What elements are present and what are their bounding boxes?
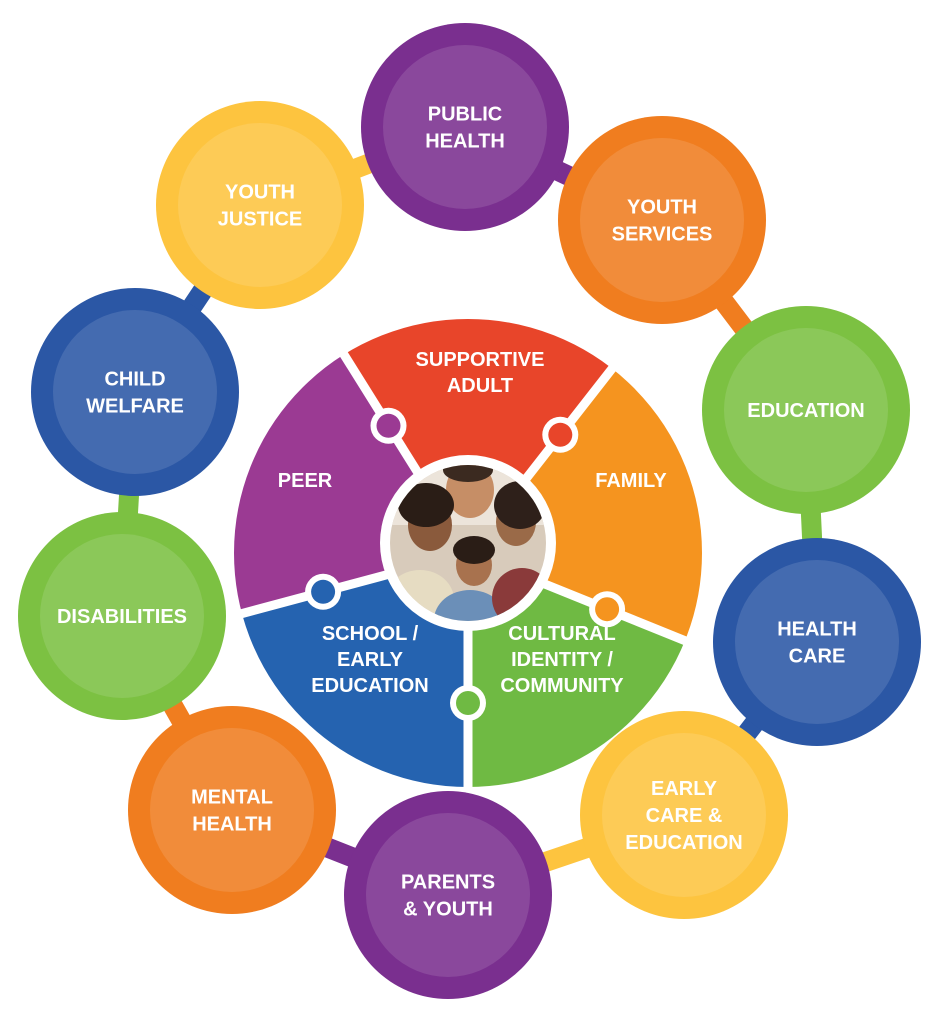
sector-circle-ring xyxy=(702,306,910,514)
sector-circle-ring xyxy=(31,288,239,496)
sector-label-disabilities: DISABILITIES xyxy=(57,606,187,628)
sector-circle-ring xyxy=(361,23,569,231)
sector-circle-ring xyxy=(558,116,766,324)
sector-circle-ring xyxy=(128,706,336,914)
puzzle-knob xyxy=(311,579,336,604)
sector-circle-ring xyxy=(18,512,226,720)
sector-circle-ring xyxy=(713,538,921,746)
wheel-rim xyxy=(230,315,706,791)
sector-circle-inner xyxy=(53,310,217,474)
center-photo xyxy=(380,455,556,631)
sector-label-parents-youth: PARENTS& YOUTH xyxy=(401,872,495,921)
sector-circle-inner xyxy=(150,728,314,892)
puzzle-piece-school-early-education xyxy=(240,553,468,790)
puzzle-knob xyxy=(376,413,401,438)
segment-label-family: FAMILY xyxy=(595,470,667,492)
sector-circle-ring xyxy=(344,791,552,999)
sector-circle-inner xyxy=(383,45,547,209)
puzzle-piece-cultural-identity-community xyxy=(468,553,687,789)
family-photo-icon xyxy=(390,465,546,621)
sector-circle-parents-youth: PARENTS& YOUTH xyxy=(344,791,552,999)
sector-circle-ring xyxy=(580,711,788,919)
sector-circle-disabilities: DISABILITIES xyxy=(18,512,226,720)
sector-circle-inner xyxy=(735,560,899,724)
sector-circle-inner xyxy=(40,534,204,698)
sector-circle-inner xyxy=(602,733,766,897)
puzzle-knob xyxy=(548,422,573,447)
puzzle-piece-supportive-adult xyxy=(342,316,614,553)
puzzle-knob xyxy=(456,691,480,715)
sector-circle-inner xyxy=(178,123,342,287)
sector-circle-inner xyxy=(724,328,888,492)
sector-label-education: EDUCATION xyxy=(747,400,864,422)
sector-circle-inner xyxy=(366,813,530,977)
sector-circle-inner xyxy=(580,138,744,302)
sector-circle-education: EDUCATION xyxy=(702,306,910,514)
segment-label-peer: PEER xyxy=(278,470,333,492)
sector-circle-ring xyxy=(156,101,364,309)
puzzle-knob xyxy=(595,597,620,622)
